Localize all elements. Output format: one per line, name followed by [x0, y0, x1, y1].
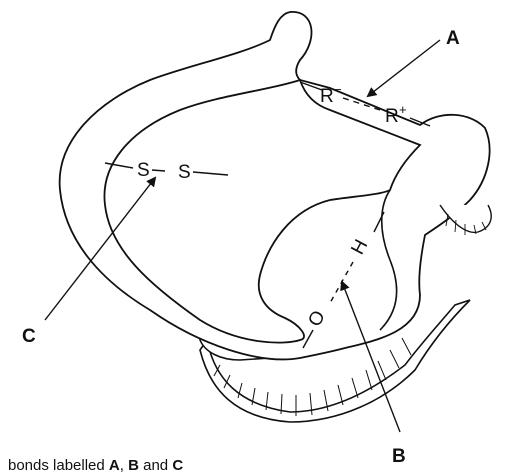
ionic-left-atom: R [320, 86, 334, 107]
disulfide-left-atom: S [137, 160, 150, 181]
ionic-left-charge: − [334, 82, 342, 97]
label-a: A [446, 28, 460, 49]
main-polypeptide-ribbon [60, 12, 492, 359]
arrow-a [368, 40, 440, 96]
caption: bonds labelled A, B and C [8, 457, 183, 472]
ionic-right-charge: + [399, 102, 407, 117]
label-c: C [22, 326, 36, 347]
disulfide-right-atom: S [178, 162, 191, 183]
label-b: B [392, 446, 406, 467]
ionic-right-atom: R [385, 106, 399, 127]
